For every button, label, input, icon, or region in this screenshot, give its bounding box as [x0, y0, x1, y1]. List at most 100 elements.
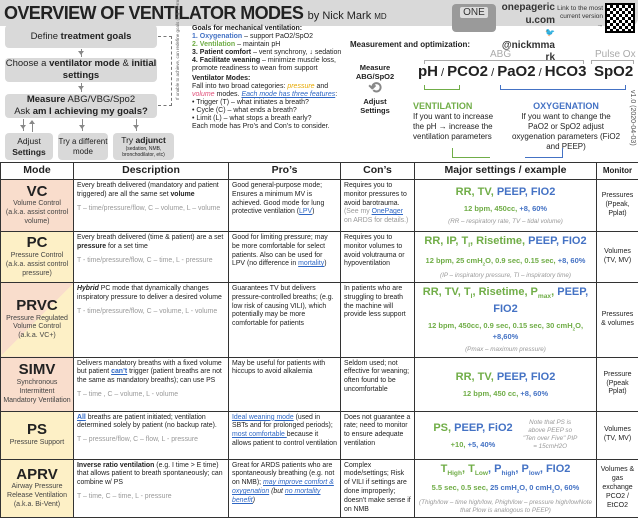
- text-segment: RR, TV,: [456, 186, 497, 198]
- cons-cell: Seldom used; not effective for weaning; …: [341, 357, 415, 411]
- trigger-cycle-limit: T – time , C – volume, L - volume: [77, 391, 225, 400]
- pco2: PCO2: [447, 63, 488, 80]
- link[interactable]: All: [77, 414, 86, 421]
- d: – maintain pH: [235, 41, 280, 48]
- t: pressure: [287, 83, 314, 90]
- link[interactable]: Ideal weaning mode: [232, 414, 294, 421]
- settings-line: RR, TV, TI, Risetime, Pmax, PEEP, FIO2: [418, 285, 593, 316]
- t: modes.: [215, 91, 242, 98]
- d: – support PaO2/SpO2: [242, 33, 313, 40]
- text-segment: , T: [462, 463, 475, 475]
- mode-abbr: APRV: [3, 467, 71, 484]
- text-segment: high: [501, 470, 515, 477]
- cycle-arrows-icon: ⟲: [350, 81, 400, 97]
- text-segment: RR, TV, T: [423, 286, 471, 298]
- ventilation-bracket: [424, 85, 460, 90]
- text-segment: on ARDS for details.): [344, 217, 408, 224]
- text-segment: low: [529, 470, 540, 477]
- t: and: [315, 83, 329, 90]
- description-cell: Hybrid PC mode that dynamically changes …: [74, 282, 229, 357]
- link[interactable]: can’t: [111, 368, 127, 375]
- trigger-cycle-limit: T - time/pressure/flow, C – volume, L - …: [77, 308, 225, 317]
- t: Measure: [27, 94, 66, 105]
- settings-line: THigh, TLow, Phigh, Plow, FIO2: [418, 462, 593, 479]
- onepager-logo[interactable]: ONE: [452, 4, 496, 32]
- text-segment: +5, 40%: [468, 440, 496, 449]
- vent-title: VENTILATION: [413, 101, 505, 112]
- arrow-down-icon: [81, 49, 82, 57]
- mode-name: Synchronous Intermittent Mandatory Venti…: [3, 379, 70, 404]
- text-segment: Hybrid: [77, 285, 99, 292]
- text-segment: 5.5 sec, 0.5 sec,: [432, 483, 490, 492]
- settings-line: RR, IP, TI, Risetime, PEEP, FIO2: [418, 234, 593, 251]
- text-segment: , P: [488, 463, 501, 475]
- text-segment: O, 0.9 sec, 0.15 sec,: [485, 256, 558, 265]
- t: Try: [121, 135, 135, 145]
- settings-line: RR, TV, PEEP, FIO2: [418, 185, 593, 199]
- ph: pH: [418, 63, 438, 80]
- text-segment: High: [447, 470, 462, 477]
- arrow-down-icon: [23, 119, 24, 131]
- logo-text: ONE: [460, 7, 488, 18]
- goal-3: 3. Patient comfort – vent synchrony, ↓ s…: [192, 49, 344, 57]
- three-features-link[interactable]: Each mode has three features: [241, 91, 335, 98]
- settings-note: (Thigh/low – time high/low, Phigh/low – …: [418, 499, 593, 515]
- sep: /: [438, 67, 447, 79]
- redefine-note: If unable to achieve, can redefine goals…: [175, 30, 180, 100]
- header-monitor: Monitor: [597, 163, 638, 180]
- t: Cycle (C) – what ends a breath?: [196, 107, 296, 114]
- t: ventilator mode: [49, 58, 120, 69]
- t: (sedation, NMB, bronchodilator, etc): [113, 146, 174, 159]
- link[interactable]: LPV: [299, 208, 312, 215]
- link[interactable]: mortality: [298, 260, 324, 267]
- header-description: Description: [74, 163, 229, 180]
- settings-side-note: Note that PS is above PEEP so "Ten over …: [523, 419, 578, 451]
- byline: by Nick Mark MD: [308, 10, 387, 22]
- t: volume: [192, 91, 215, 98]
- mode-name: Pressure Control (a.k.a. assist control …: [6, 252, 68, 277]
- t: Choose a: [6, 58, 49, 69]
- text-segment: +8, 60%: [558, 256, 586, 265]
- qr-code-icon[interactable]: [605, 3, 635, 33]
- text-segment: 25 cmH: [490, 483, 517, 492]
- t: Define: [31, 31, 61, 42]
- goal-1: 1. Oxygenation – support PaO2/SpO2: [192, 33, 344, 41]
- mode-abbr: PC: [3, 235, 71, 252]
- text-segment: ): [312, 208, 314, 215]
- text-segment: PEEP, FIO2: [497, 186, 556, 198]
- text-segment: Low: [475, 470, 488, 477]
- text-segment: ): [253, 497, 255, 504]
- sep: /: [488, 67, 497, 79]
- cons-cell: Complex mode/settings; Risk of VILI if s…: [341, 459, 415, 518]
- t: Adjust: [17, 136, 41, 147]
- mode-abbr: SIMV: [3, 362, 71, 379]
- settings-note: (RR – respiratory rate, TV – tidal volum…: [418, 218, 593, 226]
- d: – vent synchrony, ↓ sedation: [251, 49, 341, 56]
- settings-wrap: PS, PEEP, FiO2+10, +5, 40%Note that PS i…: [418, 419, 593, 451]
- header-mode: Mode: [1, 163, 74, 180]
- define-goals-box: Define treatment goals: [5, 25, 157, 48]
- settings-note: (Pmax – maximum pressure): [418, 346, 593, 354]
- link[interactable]: OnePager: [372, 208, 403, 215]
- link[interactable]: most comfortable: [232, 431, 287, 438]
- goals-outro: Each mode has Pro’s and Con’s to conside…: [192, 123, 344, 131]
- goals-heading: Goals for mechanical ventilation:: [192, 25, 302, 32]
- text-segment: O, 0 cmH: [519, 483, 552, 492]
- modes-heading: Ventilator Modes:: [192, 75, 250, 82]
- pros-cell: Guarantees TV but delivers pressure-cont…: [229, 282, 341, 357]
- choose-mode-box: Choose a ventilator mode & initial setti…: [5, 58, 157, 82]
- goals-section: Goals for mechanical ventilation: 1. Oxy…: [192, 25, 344, 131]
- text-segment: +10,: [451, 440, 468, 449]
- text-segment: Complex mode/settings; Risk of VILI if s…: [344, 462, 411, 513]
- text-segment: Seldom used; not effective for weaning; …: [344, 360, 409, 393]
- site-url[interactable]: onepageric u.com: [498, 2, 555, 27]
